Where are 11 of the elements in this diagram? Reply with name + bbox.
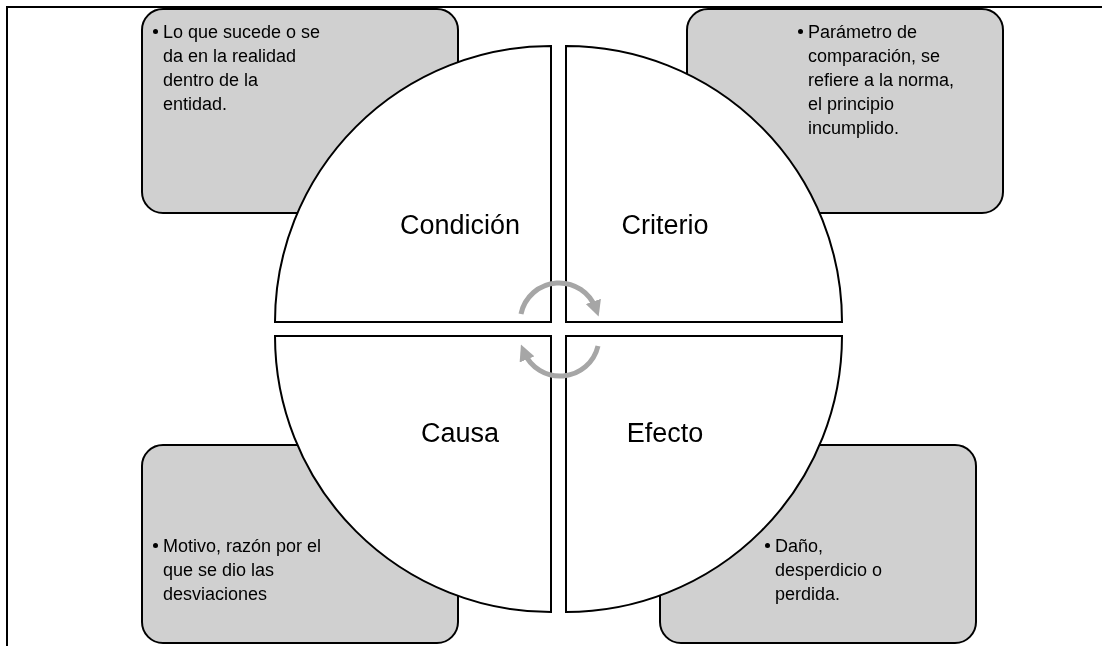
quadrant-label: Efecto [626,416,704,450]
quadrant-label: Causa [421,416,499,450]
cycle-arrow [520,344,601,379]
quadrant-segment [274,335,552,613]
quadrant-label: Criterio [621,208,709,242]
note-text: Motivo, razón por el que se dio las desviaciones [163,535,323,606]
note-text: Lo que sucede o se da en la realidad dentro de la entidad. [163,21,322,116]
note-text: Daño, desperdicio o perdida. [775,535,884,606]
quadrant-label: Condición [399,208,521,242]
cycle-arrow [518,280,601,317]
note-text: Parámetro de comparación, se refiere a la norma, el principio incumplido. [808,21,956,140]
